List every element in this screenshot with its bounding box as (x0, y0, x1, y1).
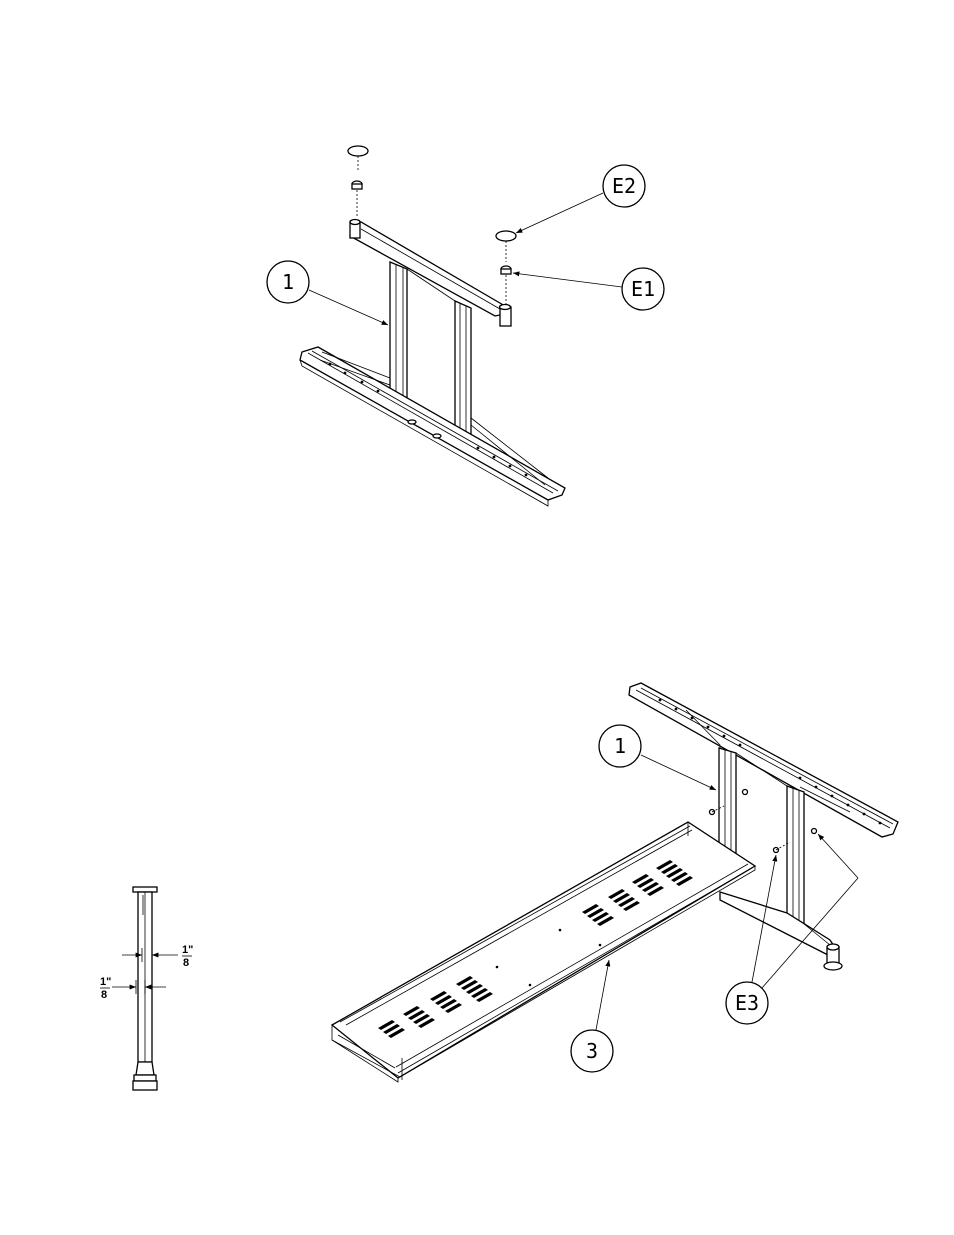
right-glide-insert (501, 266, 511, 305)
dimension-right: 1" 8 (122, 944, 193, 969)
callout-e2: E2 (516, 165, 645, 233)
callout-e1: E1 (513, 268, 664, 310)
dimension-left: 1" 8 (100, 976, 166, 1001)
svg-text:8: 8 (101, 989, 107, 1001)
callout-1-bottom: 1 (599, 725, 716, 790)
bottom-leg-frame (629, 683, 898, 970)
svg-text:E2: E2 (612, 174, 636, 198)
right-glide-cap (496, 231, 516, 262)
callout-1-top: 1 (267, 261, 388, 325)
svg-text:1: 1 (614, 734, 626, 758)
top-leg-frame (300, 146, 565, 506)
left-glide-cap (348, 146, 368, 170)
left-glide-insert (352, 181, 362, 218)
tray-part-3 (332, 822, 755, 1082)
svg-text:1": 1" (182, 944, 193, 956)
svg-text:E3: E3 (735, 991, 759, 1015)
svg-text:1": 1" (100, 976, 111, 988)
svg-text:8: 8 (183, 957, 189, 969)
svg-text:E1: E1 (631, 277, 655, 301)
svg-text:3: 3 (586, 1039, 598, 1063)
svg-text:1: 1 (282, 270, 294, 294)
callout-3: 3 (571, 960, 613, 1072)
